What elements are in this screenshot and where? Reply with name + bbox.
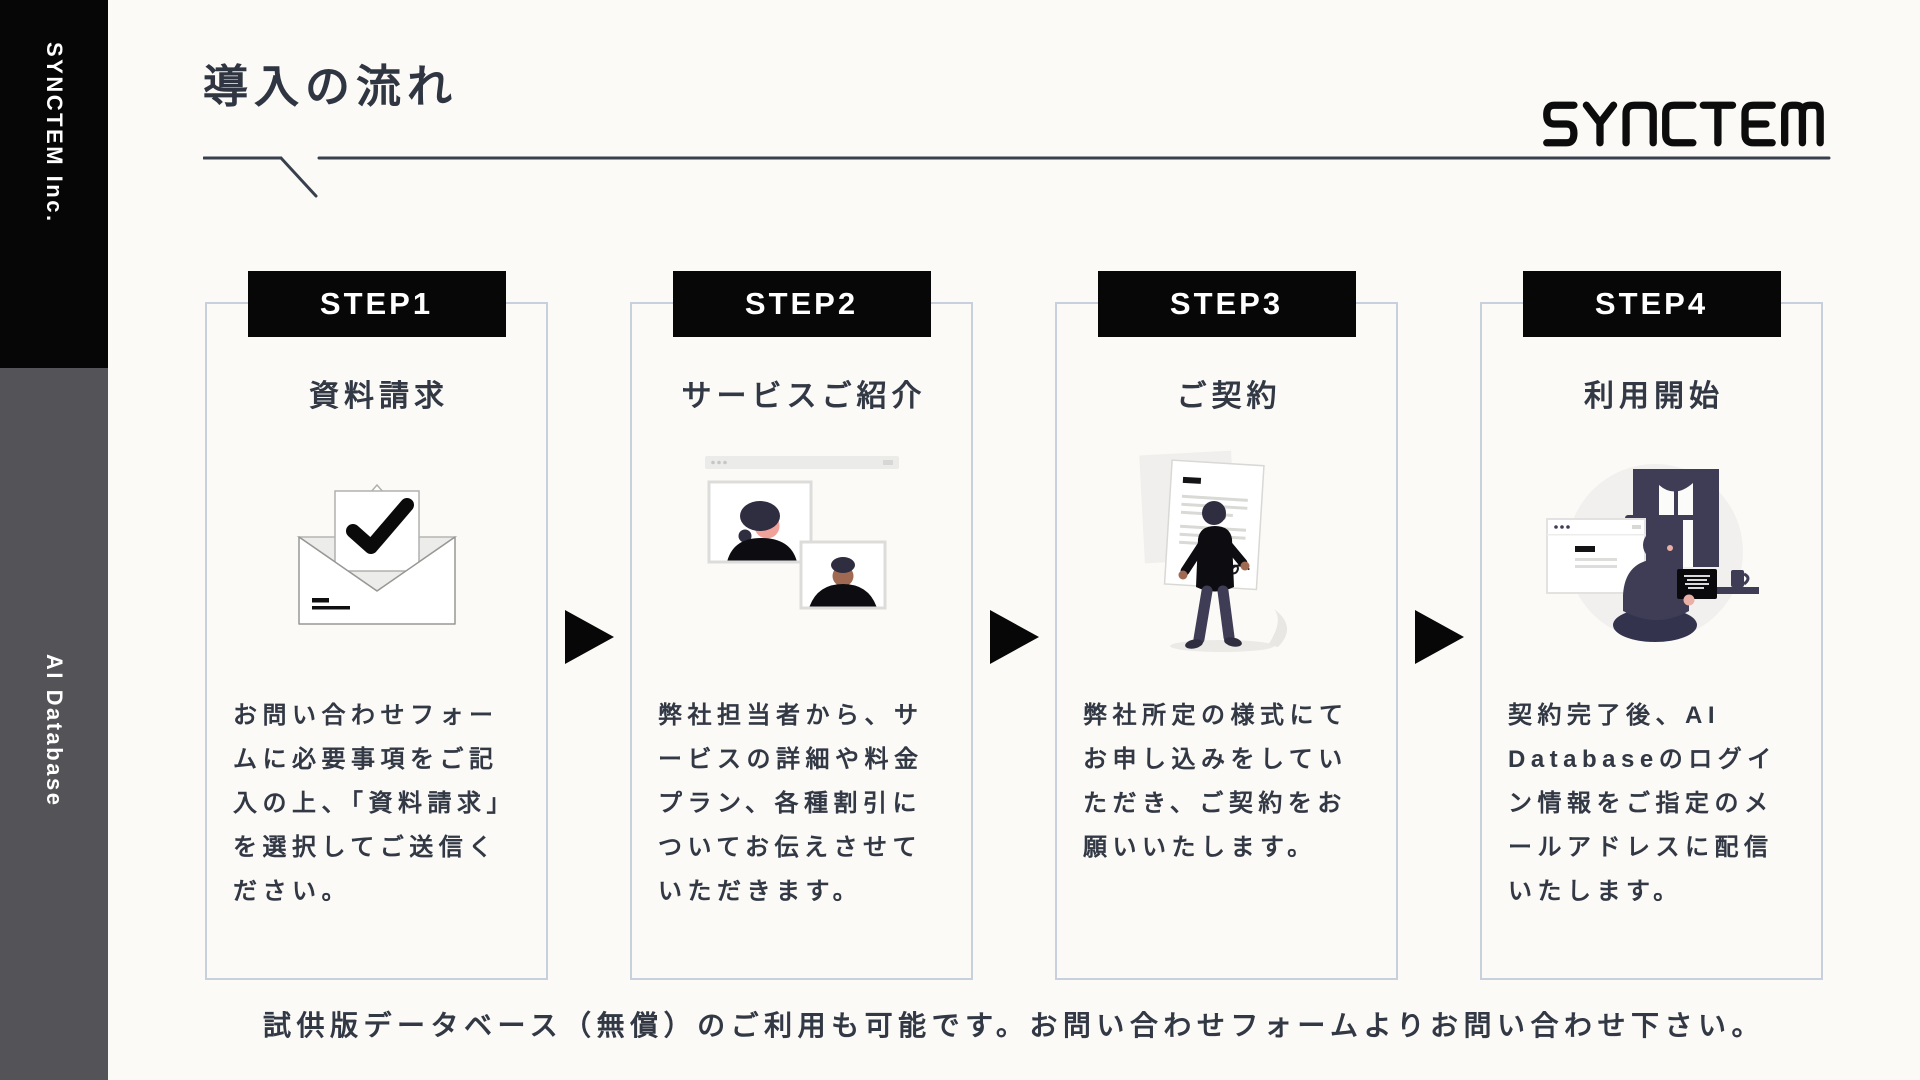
step-card-3: STEP3 ご契約 xyxy=(1055,271,1398,980)
step1-title: 資料請求 xyxy=(309,380,449,413)
step2-description: 弊社担当者から、サービスの詳細や料金プラン、各種割引についてお伝えさせていただき… xyxy=(658,702,924,905)
step3-title: ご契約 xyxy=(1176,380,1282,413)
step4-badge: STEP4 xyxy=(1522,271,1781,337)
page-title: 導入の流れ xyxy=(203,61,459,112)
company-name: SYNCTEM Inc. xyxy=(42,42,67,224)
contract-signing-illustration xyxy=(1057,414,1396,694)
step1-description: お問い合わせフォームに必要事項をご記入の上、「資料請求」を選択してご送信ください… xyxy=(233,702,516,905)
desk-workstation-illustration xyxy=(1482,414,1821,694)
step-card-2: STEP2 サービスご紹介 xyxy=(630,271,973,980)
step2-title: サービスご紹介 xyxy=(681,380,927,413)
video-call-illustration xyxy=(632,414,971,694)
right-arrow-icon xyxy=(564,610,614,664)
header-divider-line xyxy=(203,156,1831,198)
step3-description: 弊社所定の様式にてお申し込みをしていただき、ご契約をお願いいたします。 xyxy=(1083,702,1349,861)
slide-main: 導入の流れ STEP1 資料請求 xyxy=(108,0,1920,1080)
arrow-cell xyxy=(1398,302,1480,980)
sidebar-company-band: SYNCTEM Inc. xyxy=(0,0,108,368)
step-card-4: STEP4 利用開始 xyxy=(1480,271,1823,980)
envelope-check-illustration xyxy=(207,414,546,694)
step1-badge: STEP1 xyxy=(247,271,506,337)
step3-badge: STEP3 xyxy=(1097,271,1356,337)
sidebar-product-band: AI Database xyxy=(0,368,108,1080)
product-name: AI Database xyxy=(42,654,67,808)
step4-title: 利用開始 xyxy=(1584,380,1724,413)
step-card-1: STEP1 資料請求 お問い合わせフォームに必要事項をご記入の上、「資料請求」を… xyxy=(205,271,548,980)
arrow-cell xyxy=(548,302,630,980)
right-arrow-icon xyxy=(989,610,1039,664)
step4-description: 契約完了後、AI Databaseのログイン情報をご指定のメールアドレスに配信い… xyxy=(1508,702,1777,905)
arrow-cell xyxy=(973,302,1055,980)
footer-note: 試供版データベース（無償）のご利用も可能です。お問い合わせフォームよりお問い合わ… xyxy=(263,1010,1765,1041)
steps-row: STEP1 資料請求 お問い合わせフォームに必要事項をご記入の上、「資料請求」を… xyxy=(205,271,1823,980)
right-arrow-icon xyxy=(1414,610,1464,664)
step2-badge: STEP2 xyxy=(672,271,931,337)
synctem-logo xyxy=(1543,101,1824,147)
left-sidebar: SYNCTEM Inc. AI Database xyxy=(0,0,108,1080)
